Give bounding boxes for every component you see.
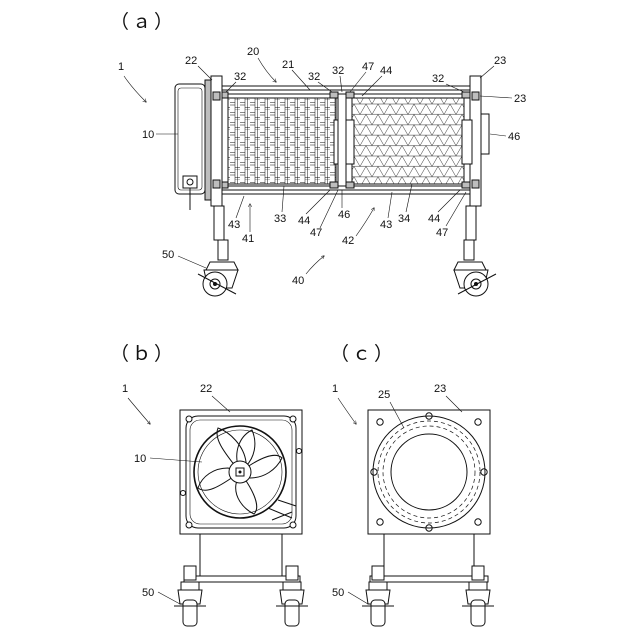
label-32-a: 32 [234, 71, 246, 83]
label-46-right: 46 [508, 131, 520, 143]
label-40: 40 [292, 275, 304, 287]
caster-b-left [174, 566, 206, 626]
panel-b: （ｂ） [110, 343, 308, 626]
label-1: 1 [118, 61, 124, 73]
label-46-mid: 46 [338, 209, 350, 221]
fan-unit-side [175, 80, 211, 210]
label-50: 50 [162, 249, 174, 261]
label-b-1: 1 [122, 383, 128, 395]
caster-right [454, 206, 496, 296]
caster-c-right [462, 566, 494, 626]
panel-a: （ａ） [110, 11, 526, 296]
panel-c-label: （ｃ） [330, 343, 396, 365]
panel-b-label: （ｂ） [110, 343, 176, 365]
panel-a-label: （ａ） [110, 11, 176, 33]
label-23-right: 23 [514, 93, 526, 105]
label-10: 10 [142, 129, 154, 141]
label-47-mid: 47 [310, 227, 322, 239]
filter-34 [352, 98, 464, 184]
label-42: 42 [342, 235, 354, 247]
label-b-10: 10 [134, 453, 146, 465]
label-b-50: 50 [142, 587, 154, 599]
label-23-top: 23 [494, 55, 506, 67]
label-22: 22 [185, 55, 197, 67]
label-44-a: 44 [298, 215, 310, 227]
label-43-b: 43 [380, 219, 392, 231]
label-47-top: 47 [362, 61, 374, 73]
label-44-top: 44 [380, 65, 392, 77]
label-20: 20 [247, 46, 259, 58]
label-41: 41 [242, 233, 254, 245]
filter-33 [228, 98, 336, 184]
label-c-23: 23 [434, 383, 446, 395]
label-34: 34 [398, 213, 410, 225]
label-c-1: 1 [332, 383, 338, 395]
label-32-c: 32 [332, 65, 344, 77]
label-47-b: 47 [436, 227, 448, 239]
label-b-22: 22 [200, 383, 212, 395]
label-c-25: 25 [378, 389, 390, 401]
caster-c-left [362, 566, 394, 626]
label-32-b: 32 [308, 71, 320, 83]
label-44-b: 44 [428, 213, 440, 225]
label-21: 21 [282, 59, 294, 71]
caster-b-right [276, 566, 308, 626]
label-c-50: 50 [332, 587, 344, 599]
label-43-a: 43 [228, 219, 240, 231]
label-33: 33 [274, 213, 286, 225]
rear-plate-23 [368, 410, 490, 534]
label-32-d: 32 [432, 73, 444, 85]
panel-c: （ｃ） [330, 343, 494, 626]
